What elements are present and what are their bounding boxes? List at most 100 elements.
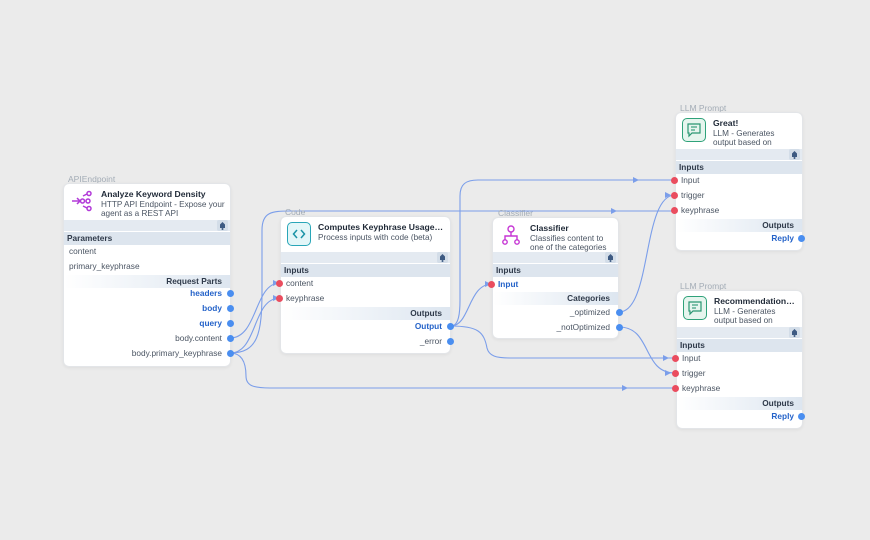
port-content[interactable] <box>276 280 283 287</box>
input-keyphrase: keyphrase <box>286 293 325 303</box>
port-body-content[interactable] <box>227 335 234 342</box>
port-trigger[interactable] <box>671 192 678 199</box>
node-description: LLM - Generates output based on <box>714 307 776 325</box>
output-query[interactable]: query <box>199 318 222 328</box>
gear-icon[interactable] <box>605 252 616 263</box>
port-body[interactable] <box>227 305 234 312</box>
inputs-header: Inputs <box>677 339 802 352</box>
node-title: Great! <box>713 118 739 128</box>
node-title: Recommendation… <box>714 296 795 306</box>
output-body-primary-keyphrase[interactable]: body.primary_keyphrase <box>131 348 222 358</box>
port-reply[interactable] <box>798 235 805 242</box>
output-error[interactable]: _error <box>419 336 442 346</box>
classifier-node[interactable]: Classifier Classifies content to one of … <box>492 217 619 339</box>
port-input[interactable] <box>488 281 495 288</box>
inputs-header: Inputs <box>676 161 802 174</box>
config-bar <box>281 252 450 263</box>
node-header: Computes Keyphrase Usage… Process inputs… <box>281 217 450 246</box>
parameter-primary-keyphrase: primary_keyphrase <box>69 261 140 271</box>
port-not-optimized[interactable] <box>616 324 623 331</box>
port-headers[interactable] <box>227 290 234 297</box>
webhook-icon <box>70 189 94 213</box>
port-keyphrase[interactable] <box>671 207 678 214</box>
input-input: Input <box>498 279 519 289</box>
port-output[interactable] <box>447 323 454 330</box>
output-body[interactable]: body <box>202 303 222 313</box>
node-description: HTTP API Endpoint - Expose your agent as… <box>101 200 225 218</box>
config-bar <box>676 149 802 160</box>
gear-icon[interactable] <box>789 149 800 160</box>
port-query[interactable] <box>227 320 234 327</box>
node-description: Classifies content to one of the categor… <box>530 234 607 252</box>
edge-notoptimized-to-rec-trigger <box>618 326 676 374</box>
node-description: Process inputs with code (beta) <box>318 233 433 242</box>
hierarchy-icon <box>499 223 523 247</box>
node-header: Analyze Keyword Density HTTP API Endpoin… <box>64 184 230 218</box>
port-trigger[interactable] <box>672 370 679 377</box>
edge-code-output-to-rec-input <box>450 325 675 359</box>
arrowhead <box>633 177 639 183</box>
parameter-content: content <box>69 246 97 256</box>
arrowhead <box>663 355 669 361</box>
port-input[interactable] <box>672 355 679 362</box>
chat-bubble-icon <box>683 296 707 320</box>
arrowhead <box>665 192 671 198</box>
node-type-label: APIEndpoint <box>68 174 116 184</box>
arrowhead <box>622 385 628 391</box>
node-type-label: LLM Prompt <box>680 281 727 291</box>
input-keyphrase: keyphrase <box>682 383 721 393</box>
inputs-header: Inputs <box>281 264 450 277</box>
input-content: content <box>286 278 314 288</box>
node-title: Classifier <box>530 223 569 233</box>
port-error[interactable] <box>447 338 454 345</box>
node-header: Recommendation… LLM - Generates output b… <box>677 291 802 325</box>
recommendation-llm-node[interactable]: Recommendation… LLM - Generates output b… <box>676 290 803 429</box>
edge-keyphrase-to-great-keyphrase <box>229 210 675 354</box>
inputs-header: Inputs <box>493 264 618 277</box>
gear-icon[interactable] <box>789 327 800 338</box>
output-reply[interactable]: Reply <box>771 411 794 421</box>
node-description: LLM - Generates output based on <box>713 129 775 147</box>
edge-keyphrase-to-rec-keyphrase <box>229 352 675 389</box>
gear-icon[interactable] <box>437 252 448 263</box>
node-header: Classifier Classifies content to one of … <box>493 218 618 252</box>
port-reply[interactable] <box>798 413 805 420</box>
port-input[interactable] <box>671 177 678 184</box>
arrowhead <box>665 370 671 376</box>
outputs-header: Outputs <box>676 219 802 232</box>
category-not-optimized[interactable]: _notOptimized <box>556 322 611 332</box>
outputs-header: Outputs <box>281 307 450 320</box>
output-body-content[interactable]: body.content <box>175 333 222 343</box>
node-type-label: LLM Prompt <box>680 103 727 113</box>
edge-body-content-to-code-content <box>229 282 281 339</box>
api-endpoint-node[interactable]: Analyze Keyword Density HTTP API Endpoin… <box>63 183 231 367</box>
chat-bubble-icon <box>682 118 706 142</box>
node-title: Computes Keyphrase Usage… <box>318 222 444 232</box>
output-reply[interactable]: Reply <box>771 233 794 243</box>
config-bar <box>64 220 230 231</box>
code-node[interactable]: Computes Keyphrase Usage… Process inputs… <box>280 216 451 354</box>
output-output[interactable]: Output <box>414 321 442 331</box>
port-optimized[interactable] <box>616 309 623 316</box>
port-keyphrase[interactable] <box>276 295 283 302</box>
great-llm-node[interactable]: Great! LLM - Generates output based on I… <box>675 112 803 251</box>
input-input: Input <box>682 353 701 363</box>
port-keyphrase[interactable] <box>672 385 679 392</box>
gear-icon[interactable] <box>217 220 228 231</box>
input-trigger: trigger <box>681 190 705 200</box>
node-header: Great! LLM - Generates output based on <box>676 113 802 147</box>
node-type-label: Classifier <box>498 208 533 218</box>
node-type-label: Code <box>285 207 306 217</box>
outputs-header: Outputs <box>677 397 802 410</box>
category-optimized[interactable]: _optimized <box>569 307 610 317</box>
categories-header: Categories <box>493 292 618 305</box>
parameters-header: Parameters <box>64 232 230 245</box>
input-keyphrase: keyphrase <box>681 205 720 215</box>
input-trigger: trigger <box>682 368 706 378</box>
port-body-primary-keyphrase[interactable] <box>227 350 234 357</box>
output-headers[interactable]: headers <box>190 288 222 298</box>
input-input: Input <box>681 175 700 185</box>
config-bar <box>493 252 618 263</box>
edge-optimized-to-great-trigger <box>618 194 676 313</box>
edge-keyphrase-to-code-keyphrase <box>229 297 281 354</box>
